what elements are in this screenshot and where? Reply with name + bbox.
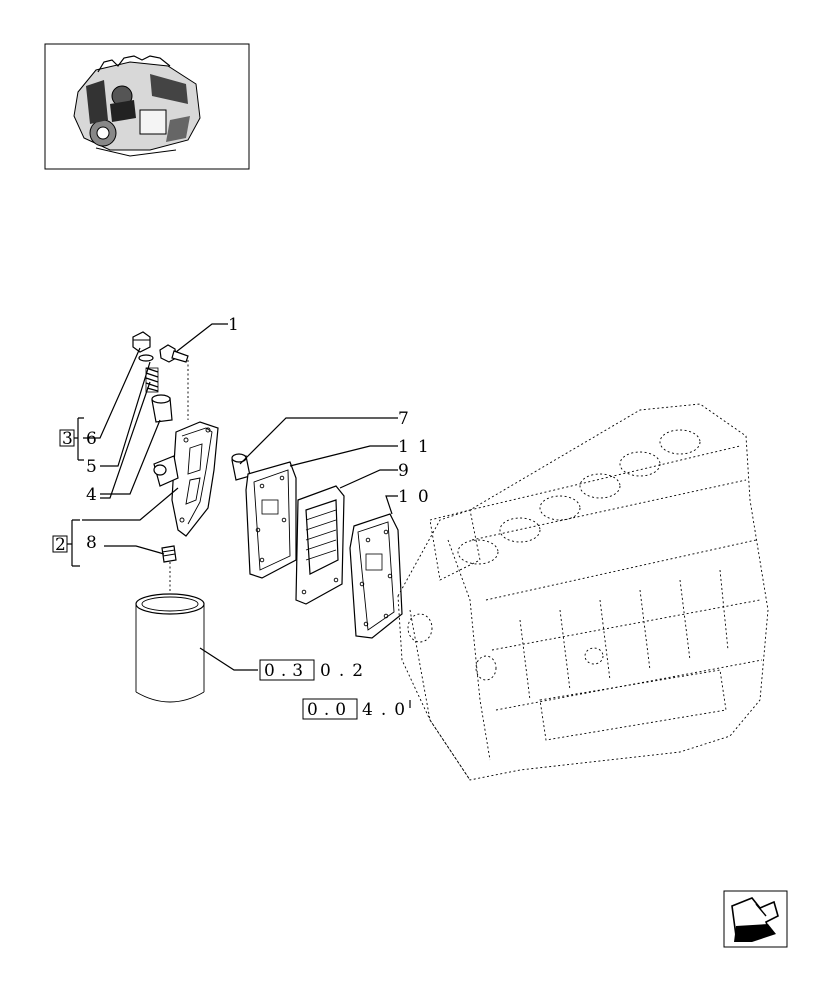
engine-thumbnail-icon <box>73 55 201 157</box>
callout-3: 3 <box>62 429 73 449</box>
callout-11: 11 <box>398 437 438 457</box>
next-page-arrow-icon[interactable] <box>723 890 788 948</box>
gasket-part-10 <box>349 513 403 639</box>
valve-piston-part-4 <box>151 394 173 423</box>
callout-3-box <box>59 429 75 447</box>
callout-1: 1 <box>228 315 244 335</box>
block-ref-box-text: 0.0 <box>307 700 352 720</box>
callout-8: 8 <box>86 533 102 553</box>
spring-part-5 <box>145 367 159 393</box>
filter-ref-tail-text: 0.2 <box>320 661 371 681</box>
callout-9: 9 <box>398 461 414 481</box>
block-ref-tail-text: 4.0 <box>362 700 413 720</box>
callout-5: 5 <box>86 457 102 477</box>
bolt-part-1 <box>159 344 189 420</box>
filter-cross-reference[interactable]: 0.3 0.2 <box>259 659 371 681</box>
oil-filter-cartridge <box>135 562 205 703</box>
callout-labels: 1 3 6 5 4 7 11 9 10 2 8 <box>52 315 438 555</box>
leader-lines <box>56 323 411 708</box>
callout-6: 6 <box>86 429 102 449</box>
callout-4: 4 <box>86 485 102 505</box>
fitting-part-8 <box>161 545 177 563</box>
filter-ref-box-text: 0.3 <box>264 661 309 681</box>
engine-thumbnail[interactable] <box>44 43 250 170</box>
block-cross-reference[interactable]: 0.0 4.0 <box>302 698 413 720</box>
callout-2-box <box>52 535 68 553</box>
callout-2: 2 <box>55 535 66 555</box>
oil-cooler-part-9 <box>295 485 345 605</box>
callout-10: 10 <box>398 487 438 507</box>
engine-block-outline <box>397 403 769 781</box>
callout-7: 7 <box>398 409 414 429</box>
gasket-part-11 <box>245 461 297 579</box>
oil-filter-support-part-2 <box>153 421 219 537</box>
plug-part-6 <box>132 331 154 362</box>
